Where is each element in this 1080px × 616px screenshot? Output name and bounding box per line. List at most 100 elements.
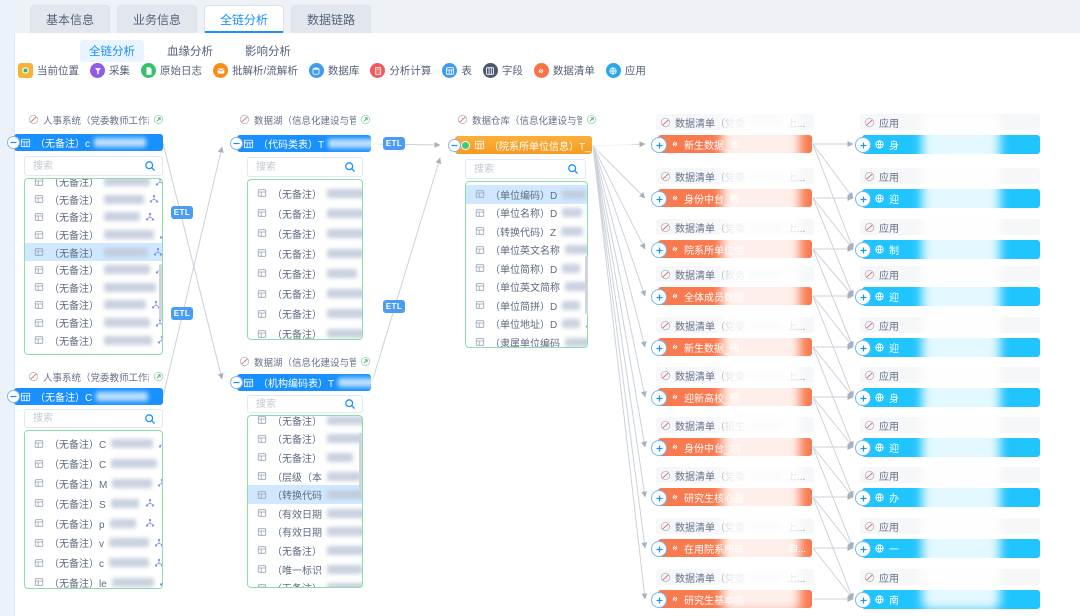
subtab-impact[interactable]: 影响分析 <box>245 46 291 58</box>
expand-button[interactable] <box>855 242 871 258</box>
field-row[interactable]: （无备注）le <box>25 573 162 588</box>
field-row[interactable]: （无备注） <box>25 296 162 314</box>
field-row[interactable]: （隶属单位编码 <box>466 333 587 347</box>
expand-button[interactable] <box>855 289 871 305</box>
external-link-icon[interactable] <box>360 356 371 367</box>
search-input[interactable] <box>254 397 344 411</box>
lineage-icon[interactable] <box>362 268 363 278</box>
tab-data-link[interactable]: 数据链路 <box>291 5 372 33</box>
field-row[interactable]: （单位英文简称 <box>466 278 587 297</box>
field-row[interactable]: （无备注） <box>25 191 162 209</box>
subtab-full-chain[interactable]: 全链分析 <box>80 40 144 62</box>
expand-button[interactable] <box>651 490 667 506</box>
lineage-icon[interactable] <box>154 558 162 568</box>
lineage-icon[interactable] <box>162 459 163 469</box>
tab-basic-info[interactable]: 基本信息 <box>30 5 111 33</box>
field-row[interactable]: （无备注） <box>248 223 362 243</box>
field-row[interactable]: （有效日期 <box>248 504 362 523</box>
field-row[interactable]: （无备注） <box>25 279 162 297</box>
lineage-icon[interactable] <box>153 247 162 257</box>
field-row[interactable]: （单位地址）D <box>466 315 587 334</box>
field-row[interactable]: （无备注）S <box>25 493 162 513</box>
table-node-header[interactable]: （无备注）C <box>14 388 163 405</box>
search-input[interactable] <box>254 160 344 174</box>
field-row[interactable]: （无备注） <box>248 324 362 339</box>
field-row[interactable]: （单位简拼）D <box>466 296 587 315</box>
search-icon[interactable] <box>567 163 579 175</box>
field-row[interactable]: （无备注） <box>25 208 162 226</box>
tab-business-info[interactable]: 业务信息 <box>117 5 198 33</box>
field-row[interactable]: （无备注） <box>248 430 362 449</box>
field-row[interactable]: （无备注） <box>25 314 162 332</box>
expand-button[interactable] <box>651 592 667 608</box>
subtab-lineage[interactable]: 血缘分析 <box>167 46 213 58</box>
field-row[interactable]: （转换代码）Z <box>466 222 587 241</box>
expand-button[interactable] <box>651 242 667 258</box>
field-row[interactable]: （转换代码 <box>248 485 362 504</box>
field-row[interactable]: （单位英文名称 <box>466 241 587 260</box>
field-row[interactable]: （无备注） <box>248 243 362 263</box>
expand-button[interactable] <box>855 440 871 456</box>
expand-button[interactable] <box>855 191 871 207</box>
expand-button[interactable] <box>651 340 667 356</box>
search-icon[interactable] <box>144 413 156 425</box>
field-row[interactable]: （无备注） <box>25 261 162 279</box>
expand-button[interactable] <box>855 592 871 608</box>
field-row[interactable]: （单位简称）D <box>466 259 587 278</box>
field-row[interactable]: （无备注）v <box>25 533 162 553</box>
field-row[interactable]: （无备注） <box>25 243 162 261</box>
field-row[interactable]: （单位编码）D <box>466 185 587 204</box>
field-row[interactable]: （无备注） <box>248 416 362 430</box>
external-link-icon[interactable] <box>153 371 164 382</box>
expand-button[interactable] <box>855 340 871 356</box>
lineage-icon[interactable] <box>159 577 162 587</box>
lineage-icon[interactable] <box>585 319 587 329</box>
field-row[interactable]: （无备注） <box>248 203 362 223</box>
expand-button[interactable] <box>855 137 871 153</box>
lineage-icon[interactable] <box>158 439 162 449</box>
field-row[interactable]: （无备注） <box>248 183 362 203</box>
external-link-icon[interactable] <box>153 114 164 125</box>
field-row[interactable]: （无备注） <box>25 331 162 349</box>
search-input[interactable] <box>31 412 144 425</box>
lineage-icon[interactable] <box>157 478 162 488</box>
field-row[interactable]: （无备注） <box>248 578 362 587</box>
field-row[interactable]: （无备注） <box>248 263 362 283</box>
field-row[interactable]: （无备注） <box>248 541 362 560</box>
field-row[interactable]: （无备注） <box>248 304 362 324</box>
field-row[interactable]: （层级（本 <box>248 467 362 486</box>
lineage-icon[interactable] <box>587 208 588 218</box>
search-icon[interactable] <box>344 161 356 173</box>
lineage-icon[interactable] <box>155 179 162 187</box>
expand-button[interactable] <box>855 390 871 406</box>
collapse-button[interactable] <box>448 139 461 152</box>
expand-button[interactable] <box>651 440 667 456</box>
lineage-icon[interactable] <box>145 518 155 528</box>
expand-button[interactable] <box>651 390 667 406</box>
lineage-icon[interactable] <box>149 194 159 204</box>
table-node-header[interactable]: （代码类表）T <box>237 135 381 152</box>
external-link-icon[interactable] <box>360 114 371 125</box>
field-row[interactable]: （无备注）M <box>25 474 162 494</box>
field-row[interactable]: （无备注） <box>248 448 362 467</box>
expand-button[interactable] <box>855 490 871 506</box>
expand-button[interactable] <box>651 289 667 305</box>
field-row[interactable]: （无备注）p <box>25 513 162 533</box>
field-row[interactable]: （无备注） <box>248 283 362 303</box>
field-row[interactable]: （无备注） <box>25 179 162 191</box>
field-row[interactable]: （有效日期 <box>248 523 362 542</box>
search-icon[interactable] <box>344 398 356 410</box>
field-row[interactable]: （无备注） <box>25 226 162 244</box>
collapse-button[interactable] <box>7 136 20 149</box>
scrollbar-thumb[interactable] <box>359 433 362 491</box>
field-row[interactable]: （单位名称）D <box>466 204 587 223</box>
external-link-icon[interactable] <box>586 114 597 125</box>
lineage-icon[interactable] <box>145 498 155 508</box>
tab-full-chain-analysis[interactable]: 全链分析 <box>204 5 285 33</box>
lineage-icon[interactable] <box>154 538 162 548</box>
scrollbar-thumb[interactable] <box>159 264 162 320</box>
search-icon[interactable] <box>144 160 156 172</box>
collapse-button[interactable] <box>230 137 243 150</box>
expand-button[interactable] <box>651 541 667 557</box>
lineage-icon[interactable] <box>157 335 162 345</box>
